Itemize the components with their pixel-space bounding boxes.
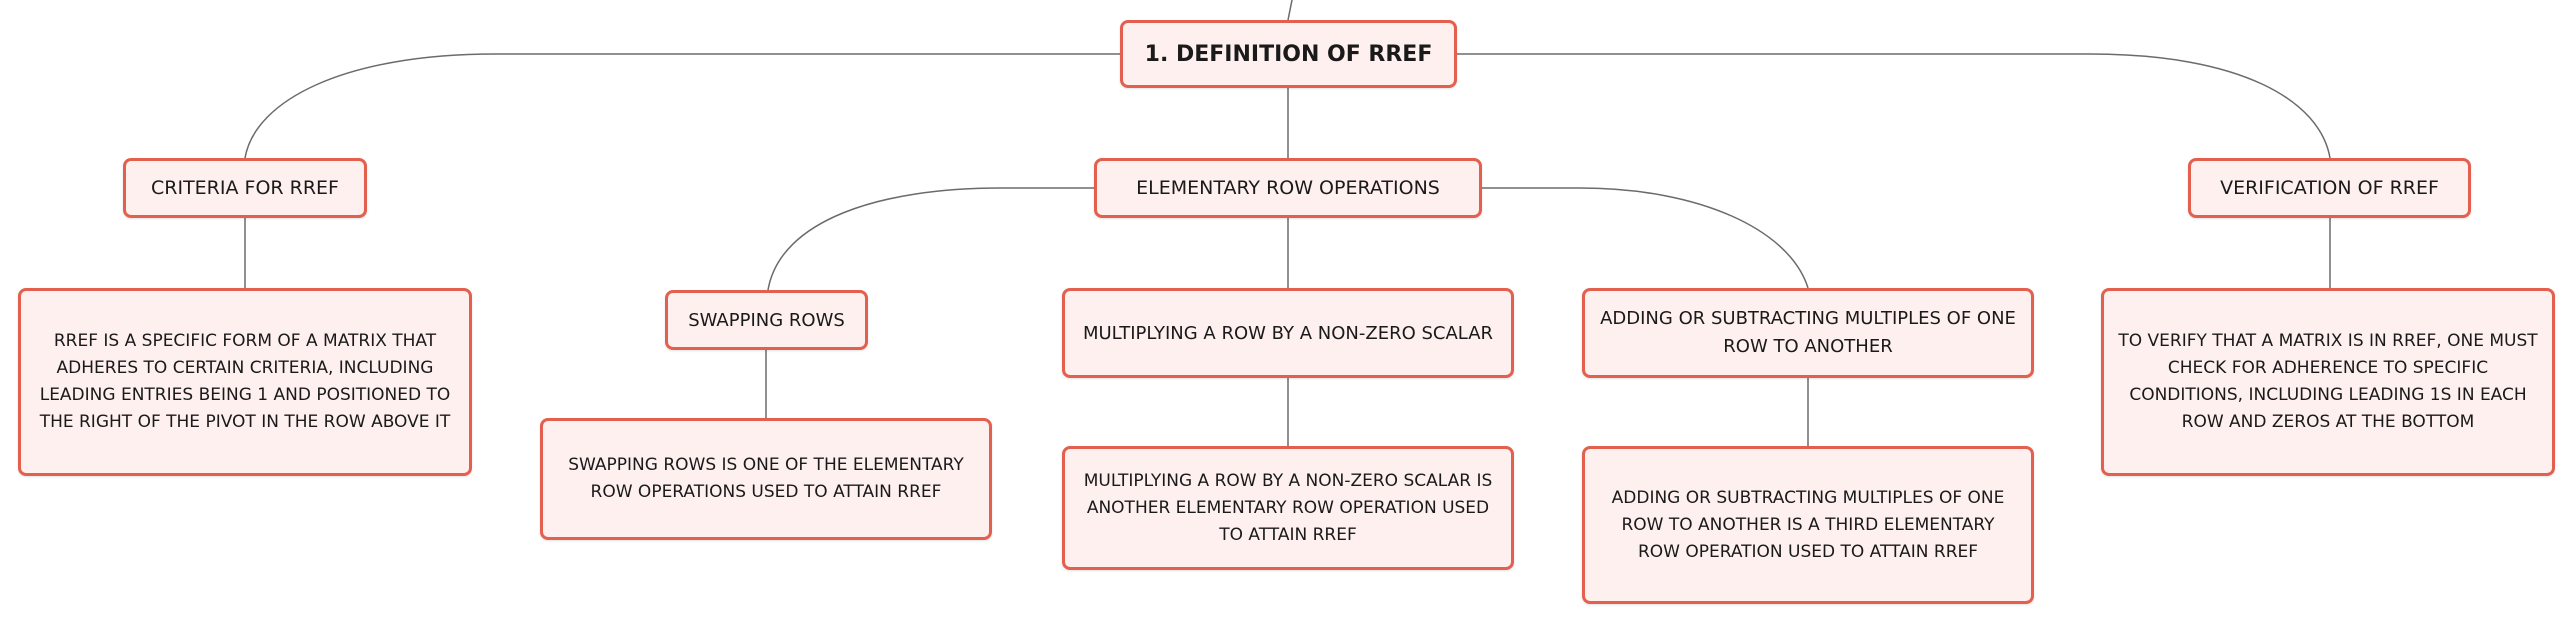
verification-label: VERIFICATION OF RREF [2220, 177, 2439, 199]
connector-parent-to-root [1287, 0, 1293, 21]
connector-row-operations-to-adding [1482, 187, 1809, 289]
root-label: 1. DEFINITION OF RREF [1144, 41, 1433, 67]
row-operations-label: ELEMENTARY ROW OPERATIONS [1136, 177, 1440, 199]
row-operations-node[interactable]: ELEMENTARY ROW OPERATIONS [1094, 158, 1482, 218]
connector-root-to-criteria [244, 53, 1120, 159]
swapping-rows-label: SWAPPING ROWS [688, 309, 845, 331]
adding-subtracting-detail-text: ADDING OR SUBTRACTING MULTIPLES OF ONE R… [1611, 487, 2005, 562]
criteria-node[interactable]: CRITERIA FOR RREF [123, 158, 367, 218]
swapping-rows-detail-text: SWAPPING ROWS IS ONE OF THE ELEMENTARY R… [568, 455, 964, 502]
multiplying-row-node[interactable]: MULTIPLYING A ROW BY A NON-ZERO SCALAR [1062, 288, 1514, 378]
swapping-rows-node[interactable]: SWAPPING ROWS [665, 290, 868, 350]
multiplying-row-detail-text: MULTIPLYING A ROW BY A NON-ZERO SCALAR I… [1083, 470, 1493, 545]
adding-subtracting-detail-node[interactable]: ADDING OR SUBTRACTING MULTIPLES OF ONE R… [1582, 446, 2034, 604]
adding-subtracting-label: ADDING OR SUBTRACTING MULTIPLES OF ONE R… [1600, 308, 2016, 357]
verification-detail-node[interactable]: TO VERIFY THAT A MATRIX IS IN RREF, ONE … [2101, 288, 2555, 476]
criteria-detail-text: RREF IS A SPECIFIC FORM OF A MATRIX THAT… [39, 331, 451, 432]
verification-detail-text: TO VERIFY THAT A MATRIX IS IN RREF, ONE … [2118, 331, 2538, 432]
adding-subtracting-node[interactable]: ADDING OR SUBTRACTING MULTIPLES OF ONE R… [1582, 288, 2034, 378]
verification-node[interactable]: VERIFICATION OF RREF [2188, 158, 2471, 218]
swapping-rows-detail-node[interactable]: SWAPPING ROWS IS ONE OF THE ELEMENTARY R… [540, 418, 992, 540]
connector-root-to-verification [1457, 53, 2331, 159]
multiplying-row-detail-node[interactable]: MULTIPLYING A ROW BY A NON-ZERO SCALAR I… [1062, 446, 1514, 570]
connector-row-operations-to-swapping [767, 187, 1094, 291]
multiplying-row-label: MULTIPLYING A ROW BY A NON-ZERO SCALAR [1082, 322, 1494, 344]
criteria-detail-node[interactable]: RREF IS A SPECIFIC FORM OF A MATRIX THAT… [18, 288, 472, 476]
criteria-label: CRITERIA FOR RREF [151, 177, 339, 199]
root-node[interactable]: 1. DEFINITION OF RREF [1120, 20, 1457, 88]
